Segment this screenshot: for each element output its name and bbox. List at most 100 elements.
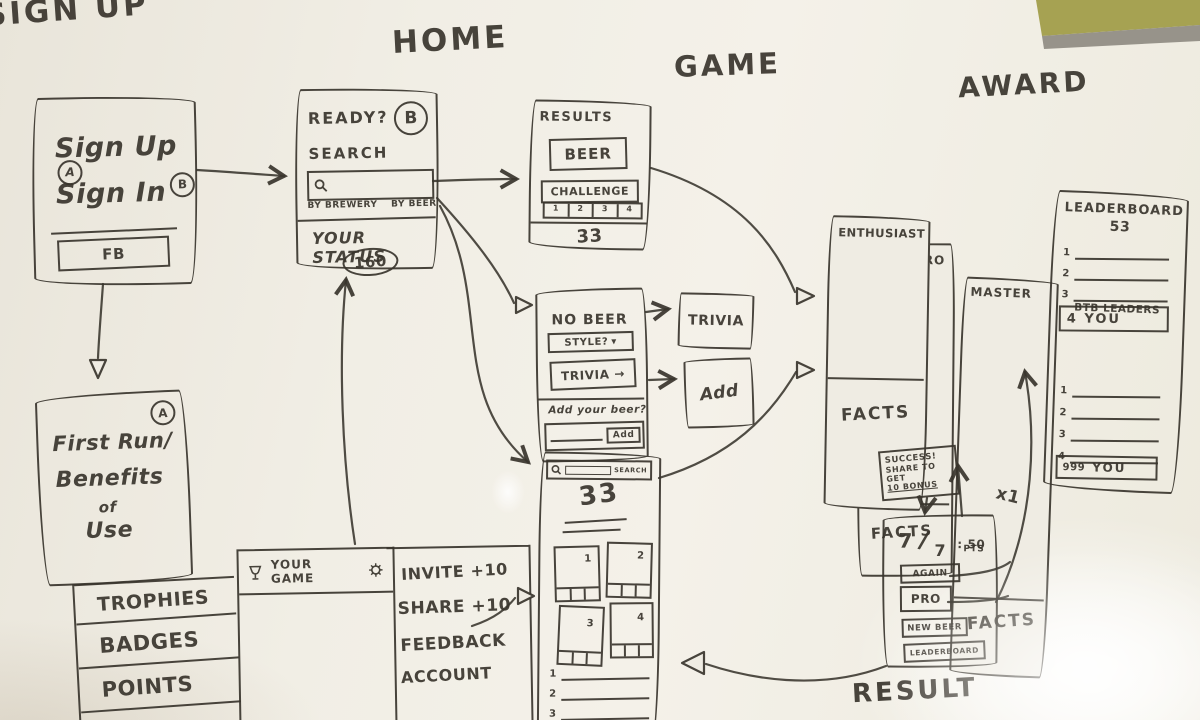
you-label: YOU bbox=[1084, 311, 1122, 327]
card-ticks bbox=[611, 643, 652, 657]
card-ticks bbox=[607, 582, 650, 597]
results-pager: 1 2 3 4 bbox=[542, 201, 643, 220]
trophy-icon bbox=[249, 565, 262, 580]
search-icon bbox=[314, 179, 328, 192]
rank-line bbox=[1075, 245, 1170, 261]
no-beer-box: NO BEER STYLE? ▾ TRIVIA → Add your beer?… bbox=[535, 287, 649, 463]
no-beer-heading: NO BEER bbox=[551, 311, 628, 329]
search-label: SEARCH bbox=[308, 143, 389, 164]
beer-card-2: 2 bbox=[605, 541, 653, 599]
rank-line bbox=[1070, 427, 1159, 443]
your-game-bar: YOUR GAME bbox=[238, 548, 394, 596]
list-number: 1 bbox=[549, 668, 557, 680]
rank-number: 2 bbox=[1059, 407, 1067, 419]
divider-line bbox=[530, 221, 647, 225]
score-denominator: 7 bbox=[934, 540, 947, 561]
new-beer-button: NEW BEER bbox=[901, 617, 968, 638]
hollow-arrow-right bbox=[514, 295, 534, 315]
card-ticks bbox=[558, 649, 602, 665]
arrow-auth-to-home bbox=[195, 164, 288, 186]
card-number: 2 bbox=[636, 550, 645, 562]
beer-card-1: 1 bbox=[553, 545, 601, 603]
btb-ranks: 1 2 3 4 bbox=[1058, 382, 1161, 465]
search-filters: BY BREWERY BY BEER bbox=[307, 199, 436, 211]
list-line bbox=[560, 705, 650, 720]
signin-badge: B bbox=[169, 171, 196, 198]
section-title-award: AWARD bbox=[957, 64, 1091, 105]
account-menu-box: INVITE +10 SHARE +10 FEEDBACK ACCOUNT bbox=[386, 544, 534, 720]
style-dropdown: STYLE? ▾ bbox=[547, 330, 634, 354]
filter-by-beer: BY BEER bbox=[391, 198, 437, 210]
hollow-arrow-left bbox=[680, 650, 706, 676]
menu-item-share: SHARE +10 bbox=[397, 595, 512, 620]
facebook-button: FB bbox=[57, 235, 171, 272]
add-beer-prompt: Add your beer? bbox=[548, 403, 647, 417]
beer-button: BEER bbox=[548, 136, 628, 171]
leaderboard-count: 53 bbox=[1109, 218, 1131, 236]
arrow-to-trivia bbox=[644, 300, 672, 322]
leaderboard-box: LEADERBOARD 53 1 2 3 4 YOU BTB LEADERS 1… bbox=[1042, 189, 1190, 495]
card-number: 1 bbox=[584, 553, 592, 565]
again-button: AGAIN bbox=[899, 563, 961, 584]
rank-line bbox=[1074, 266, 1169, 282]
first-run-line4: Use bbox=[85, 517, 134, 545]
leaderboard-button: LEADERBOARD bbox=[903, 640, 986, 663]
rank-number: 3 bbox=[1058, 429, 1066, 441]
section-title-home: HOME bbox=[391, 18, 510, 62]
arrow-home-to-browse bbox=[438, 204, 532, 465]
signin-label: Sign In bbox=[55, 176, 167, 211]
filter-by-brewery: BY BREWERY bbox=[307, 199, 378, 212]
gear-icon bbox=[369, 563, 383, 577]
add-beer-input: Add bbox=[544, 420, 645, 452]
add-beer-button: Add bbox=[606, 426, 641, 444]
results-count: 33 bbox=[575, 225, 604, 248]
rank-number: 2 bbox=[1062, 268, 1070, 280]
first-run-line2: Benefits bbox=[55, 464, 164, 494]
pager-cell: 3 bbox=[593, 204, 619, 218]
home-screen-box: READY? B SEARCH BY BREWERY BY BEER YOUR … bbox=[293, 86, 441, 278]
results-title: RESULTS bbox=[539, 109, 614, 126]
trivia-link-button: TRIVIA → bbox=[549, 358, 637, 391]
score-numerator: 7 bbox=[898, 528, 914, 553]
success-note: SUCCESS! SHARE TO GET 10 BONUS bbox=[877, 444, 961, 502]
first-run-badge: A bbox=[149, 399, 176, 426]
profile-list-box: TROPHIES BADGES POINTS DATA bbox=[72, 575, 242, 720]
leaderboard-you-row: 4 YOU bbox=[1058, 305, 1169, 333]
list-line bbox=[561, 685, 650, 701]
hollow-arrow-right bbox=[795, 360, 816, 380]
arrow-to-add bbox=[647, 369, 678, 391]
card-ticks bbox=[556, 586, 599, 601]
divider-line bbox=[297, 216, 436, 222]
search-input-line bbox=[565, 465, 612, 475]
results-screen-box: RESULTS BEER CHALLENGE 1 2 3 4 33 bbox=[528, 99, 652, 251]
challenge-button: CHALLENGE bbox=[540, 179, 639, 204]
style-label: STYLE? bbox=[564, 336, 609, 349]
card-number: 4 bbox=[637, 612, 645, 624]
divider-line bbox=[51, 227, 178, 235]
rank-line bbox=[1072, 383, 1161, 399]
browse-count: 33 bbox=[577, 477, 621, 513]
rank-number: 1 bbox=[1062, 247, 1071, 259]
browse-search-label: SEARCH bbox=[614, 466, 648, 475]
browse-list: 1 2 3 4 5 bbox=[549, 665, 650, 720]
rank-number: 1 bbox=[1060, 385, 1068, 397]
signup-label: Sign Up bbox=[54, 130, 178, 165]
decor-line bbox=[564, 518, 627, 524]
list-number: 2 bbox=[549, 688, 557, 700]
trivia-card: TRIVIA bbox=[677, 292, 755, 350]
card-number: 3 bbox=[586, 618, 595, 630]
leaderboard-title: LEADERBOARD bbox=[1064, 200, 1185, 220]
dropdown-caret-icon: ▾ bbox=[611, 335, 618, 347]
ready-label: READY? bbox=[307, 107, 389, 129]
pager-cell: 1 bbox=[544, 203, 570, 217]
pager-cell: 4 bbox=[626, 204, 633, 214]
result-screen-box: 7 / 7 : 50 PTS AGAIN PRO NEW BEER LEADER… bbox=[881, 513, 999, 669]
pro-button: PRO bbox=[899, 585, 953, 613]
pager-cell: 2 bbox=[569, 203, 594, 218]
first-run-line1: First Run/ bbox=[52, 427, 174, 457]
btb-you-row: 999 YOU bbox=[1055, 454, 1158, 481]
enthusiast-title: ENTHUSIAST bbox=[838, 225, 926, 241]
score-unit: PTS bbox=[963, 544, 985, 555]
